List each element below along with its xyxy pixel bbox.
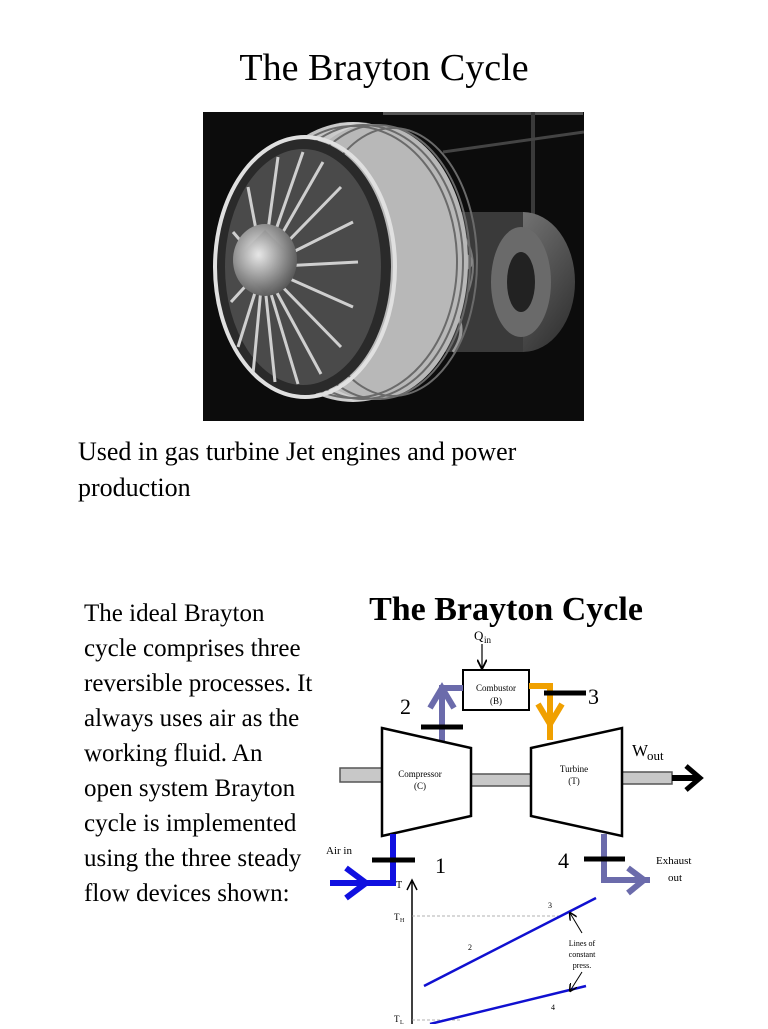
combustor-box (462, 669, 530, 711)
work-arrow-head (684, 764, 704, 792)
state-1-label: 1 (435, 853, 446, 878)
ts-note-arrow-upper (570, 913, 583, 934)
ts-th-label: T (394, 912, 400, 922)
ts-point-2-label: 2 (468, 943, 472, 952)
ts-point-4-label: 4 (551, 1003, 555, 1012)
air-inlet-flow (330, 834, 396, 886)
air-in-label: Air in (326, 845, 352, 857)
page-title: The Brayton Cycle (239, 47, 529, 89)
w-out-label: W (632, 741, 649, 760)
combustor-label: Combustor (476, 683, 516, 693)
flow-arrow-3 (535, 702, 565, 730)
jet-engine-image (203, 109, 585, 421)
ts-note-line2: constant (569, 950, 596, 959)
q-in-label: Q (474, 628, 484, 643)
ts-high-pressure-line (423, 896, 597, 988)
state-3-label: 3 (588, 684, 599, 709)
ts-tl-label: T (394, 1014, 400, 1024)
ts-axis-arrowhead (406, 878, 418, 891)
shaft-right (621, 771, 673, 785)
q-in-subscript: in (484, 635, 492, 645)
diagram-title: The Brayton Cycle (369, 591, 643, 628)
compressor-abbr: (C) (414, 781, 426, 791)
exhaust-label-line2: out (668, 872, 682, 884)
w-out-subscript: out (647, 748, 664, 763)
turbine-shape (529, 726, 624, 838)
ts-point-3-label: 3 (548, 901, 552, 910)
turbine-abbr: (T) (568, 776, 580, 786)
state-2-label: 2 (400, 694, 411, 719)
flow-arrow-4 (626, 865, 649, 896)
ts-low-pressure-line (429, 984, 587, 1026)
shaft-left (339, 767, 383, 783)
shaft-middle (470, 773, 532, 787)
ts-note-line1: Lines of (569, 939, 596, 948)
ts-th-subscript: H (400, 918, 405, 924)
flow-arrow-1 (344, 865, 371, 901)
engine-photo (203, 109, 585, 421)
exhaust-flow (601, 834, 650, 883)
ts-axis-t-label: T (396, 880, 402, 891)
combustor-abbr: (B) (490, 696, 502, 706)
ts-note-arrow-lower (570, 971, 583, 991)
brayton-cycle-diagram: The Brayton Cycle Q in Combustor (B) 2 3… (320, 580, 760, 1026)
ts-note-line3: press. (573, 961, 591, 970)
turbine-label: Turbine (560, 764, 588, 774)
engine-caption: Used in gas turbine Jet engines and powe… (78, 437, 517, 502)
exhaust-label-line1: Exhaust (656, 855, 691, 867)
ts-tl-subscript: L (400, 1020, 404, 1024)
state-4-label: 4 (558, 848, 569, 873)
compressor-label: Compressor (398, 769, 442, 779)
brayton-description: The ideal Brayton cycle comprises three … (84, 600, 313, 907)
compressor-shape (380, 726, 473, 838)
flow-arrow-2 (427, 682, 457, 710)
